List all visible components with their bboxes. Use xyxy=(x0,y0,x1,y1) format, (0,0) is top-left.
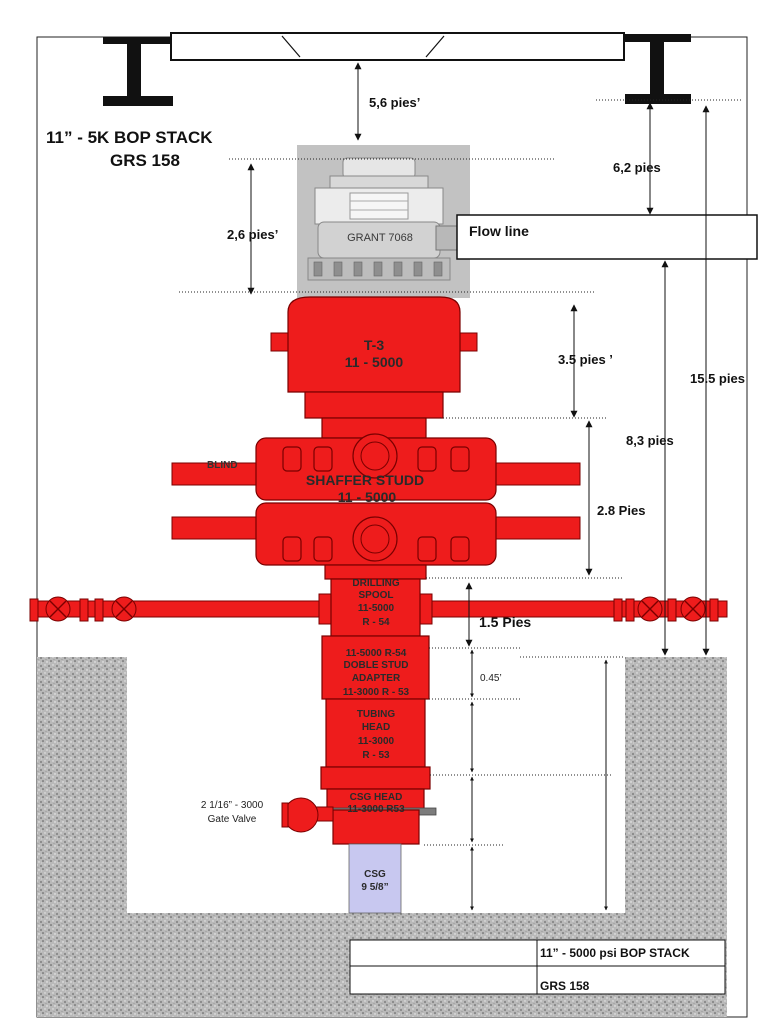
spool-label-1: DRILLING xyxy=(352,578,399,589)
drilling-spool xyxy=(29,564,728,637)
gate-valve-label-2: Gate Valve xyxy=(208,814,257,825)
dim-6-2: 6,2 pies xyxy=(613,160,661,175)
shaffer-double-ram xyxy=(171,433,581,566)
grant-rotating-head xyxy=(297,145,470,298)
casing-label-2: 9 5/8” xyxy=(361,882,388,893)
casing-head xyxy=(311,766,437,845)
spool-label-2: SPOOL xyxy=(358,590,393,601)
dim-8-3: 8,3 pies xyxy=(626,433,674,448)
title-block xyxy=(349,939,726,995)
shaffer-label-1: SHAFFER STUDD xyxy=(306,472,424,488)
casing-label-1: CSG xyxy=(364,869,386,880)
adapter-label-1: 11-5000 R-54 xyxy=(346,648,407,659)
csg-head-label-1: CSG HEAD xyxy=(350,792,403,803)
t3-annular-preventer xyxy=(270,296,478,419)
tubing-label-2: HEAD xyxy=(362,722,390,733)
csg-head-label-2: 11-3000 R53 xyxy=(347,804,405,815)
grant-label: GRANT 7068 xyxy=(347,232,413,244)
tubing-label-3: 11-3000 xyxy=(358,736,395,747)
shaffer-label-2: 11 - 5000 xyxy=(338,489,397,505)
t3-label-1: T-3 xyxy=(364,337,384,353)
tubing-label-4: R - 53 xyxy=(362,750,390,761)
adapter-label-4: 11-3000 R - 53 xyxy=(343,687,410,698)
title-block-name: 11” - 5000 psi BOP STACK xyxy=(540,946,690,960)
spool-label-3: 11-5000 xyxy=(358,603,395,614)
gate-valve xyxy=(281,797,334,833)
dim-3-5: 3.5 pies ’ xyxy=(558,352,613,367)
diagram-subtitle: GRS 158 xyxy=(110,151,180,170)
dim-0-45: 0.45’ xyxy=(480,673,502,684)
diagram-title: 11” - 5K BOP STACK xyxy=(46,128,213,147)
dim-5-6: 5,6 pies’ xyxy=(369,95,420,110)
dim-2-6: 2,6 pies’ xyxy=(227,227,278,242)
rig-floor xyxy=(103,32,691,106)
blind-ram-label: BLIND xyxy=(207,460,238,471)
dim-1-5: 1.5 Pies xyxy=(479,614,531,630)
t3-label-2: 11 - 5000 xyxy=(345,354,404,370)
dimension-lines xyxy=(179,62,741,911)
gate-valve-label-1: 2 1/16” - 3000 xyxy=(201,800,264,811)
cellar-gravel xyxy=(37,657,727,1017)
title-block-rig: GRS 158 xyxy=(540,979,590,993)
dim-2-8: 2.8 Pies xyxy=(597,503,645,518)
spool-label-4: R - 54 xyxy=(362,617,390,628)
tubing-label-1: TUBING xyxy=(357,709,396,720)
dim-15-5: 15.5 pies xyxy=(690,371,745,386)
adapter-label-2: DOBLE STUD xyxy=(344,660,409,671)
adapter-label-3: ADAPTER xyxy=(352,673,401,684)
casing xyxy=(348,843,402,914)
flow-line-label: Flow line xyxy=(469,223,529,239)
